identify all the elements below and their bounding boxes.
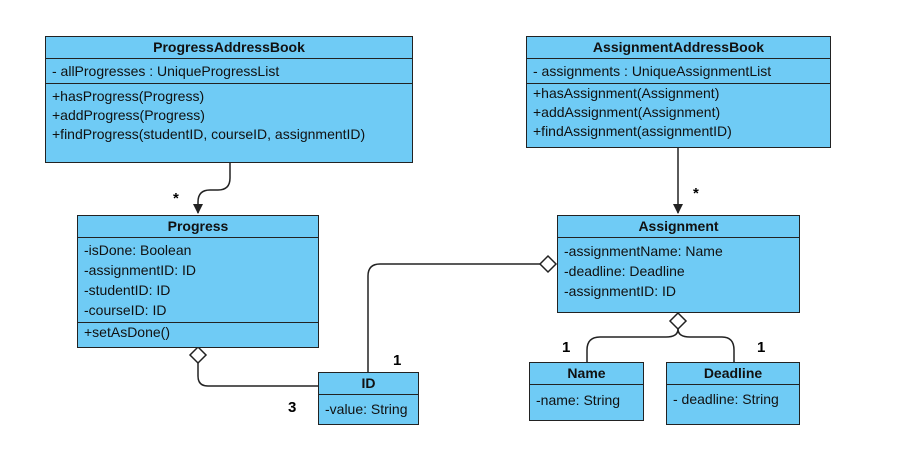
multiplicity-assignment-book: *	[693, 185, 699, 202]
multiplicity-progress-book: *	[173, 190, 179, 207]
attribute: - deadline: String	[673, 391, 779, 407]
attribute: -assignmentName: Name	[564, 243, 723, 259]
progress-class[interactable]: Progress -isDone: Boolean -assignmentID:…	[77, 215, 319, 348]
assignment-name-aggregation	[586, 328, 679, 362]
assignment-address-book-class[interactable]: AssignmentAddressBook - assignments : Un…	[526, 36, 831, 148]
attribute: -assignmentID: ID	[84, 262, 197, 278]
method: +setAsDone()	[84, 324, 170, 340]
attribute: -name: String	[536, 392, 621, 408]
attribute: - assignments : UniqueAssignmentList	[533, 63, 772, 79]
attributes-section: -isDone: Boolean -assignmentID: ID -stud…	[78, 238, 318, 323]
class-name: Progress	[78, 216, 318, 238]
method: +addAssignment(Assignment)	[533, 104, 721, 120]
assignment-deadline-aggregation	[677, 328, 735, 362]
multiplicity-assignment-id: 1	[393, 352, 402, 369]
attribute: -isDone: Boolean	[84, 242, 192, 258]
attribute: - allProgresses : UniqueProgressList	[52, 63, 280, 79]
methods-section: +setAsDone()	[78, 323, 318, 344]
multiplicity-assignment-name: 1	[562, 339, 571, 356]
methods-section: +hasProgress(Progress) +addProgress(Prog…	[46, 84, 412, 146]
class-name: ProgressAddressBook	[46, 37, 412, 59]
attributes-section: -value: String	[319, 395, 418, 421]
attributes-section: -name: String	[530, 385, 643, 412]
multiplicity-assignment-deadline: 1	[757, 339, 766, 356]
attributes-section: -assignmentName: Name -deadline: Deadlin…	[558, 238, 799, 303]
class-name: Name	[530, 363, 643, 385]
attributes-section: - allProgresses : UniqueProgressList	[46, 59, 412, 84]
attribute: -deadline: Deadline	[564, 263, 685, 279]
class-name: Deadline	[667, 363, 799, 385]
assignment-aggregation-diamond	[538, 254, 558, 274]
method: +findProgress(studentID, courseID, assig…	[52, 126, 366, 142]
progress-id-aggregation	[197, 362, 318, 387]
method: +hasAssignment(Assignment)	[533, 85, 720, 101]
deadline-class[interactable]: Deadline - deadline: String	[666, 362, 800, 425]
attribute: -courseID: ID	[84, 302, 167, 318]
progress-book-association	[193, 163, 231, 214]
attribute: -studentID: ID	[84, 282, 171, 298]
class-name: Assignment	[558, 216, 799, 238]
attributes-section: - assignments : UniqueAssignmentList	[527, 59, 830, 84]
class-name: ID	[319, 373, 418, 395]
multiplicity-progress-id: 3	[288, 399, 297, 416]
method: +findAssignment(assignmentID)	[533, 123, 732, 139]
method: +hasProgress(Progress)	[52, 88, 205, 104]
assignment-composition-diamond	[668, 311, 688, 331]
assignment-class[interactable]: Assignment -assignmentName: Name -deadli…	[557, 215, 800, 313]
attribute: -assignmentID: ID	[564, 283, 677, 299]
progress-aggregation-diamond	[188, 345, 208, 365]
progress-address-book-class[interactable]: ProgressAddressBook - allProgresses : Un…	[45, 36, 413, 163]
class-name: AssignmentAddressBook	[527, 37, 830, 59]
id-class[interactable]: ID -value: String	[318, 372, 419, 425]
attribute: -value: String	[325, 401, 408, 417]
methods-section: +hasAssignment(Assignment) +addAssignmen…	[527, 84, 830, 143]
attributes-section: - deadline: String	[667, 385, 799, 411]
method: +addProgress(Progress)	[52, 107, 205, 123]
assignment-id-aggregation	[367, 263, 540, 372]
name-class[interactable]: Name -name: String	[529, 362, 644, 421]
